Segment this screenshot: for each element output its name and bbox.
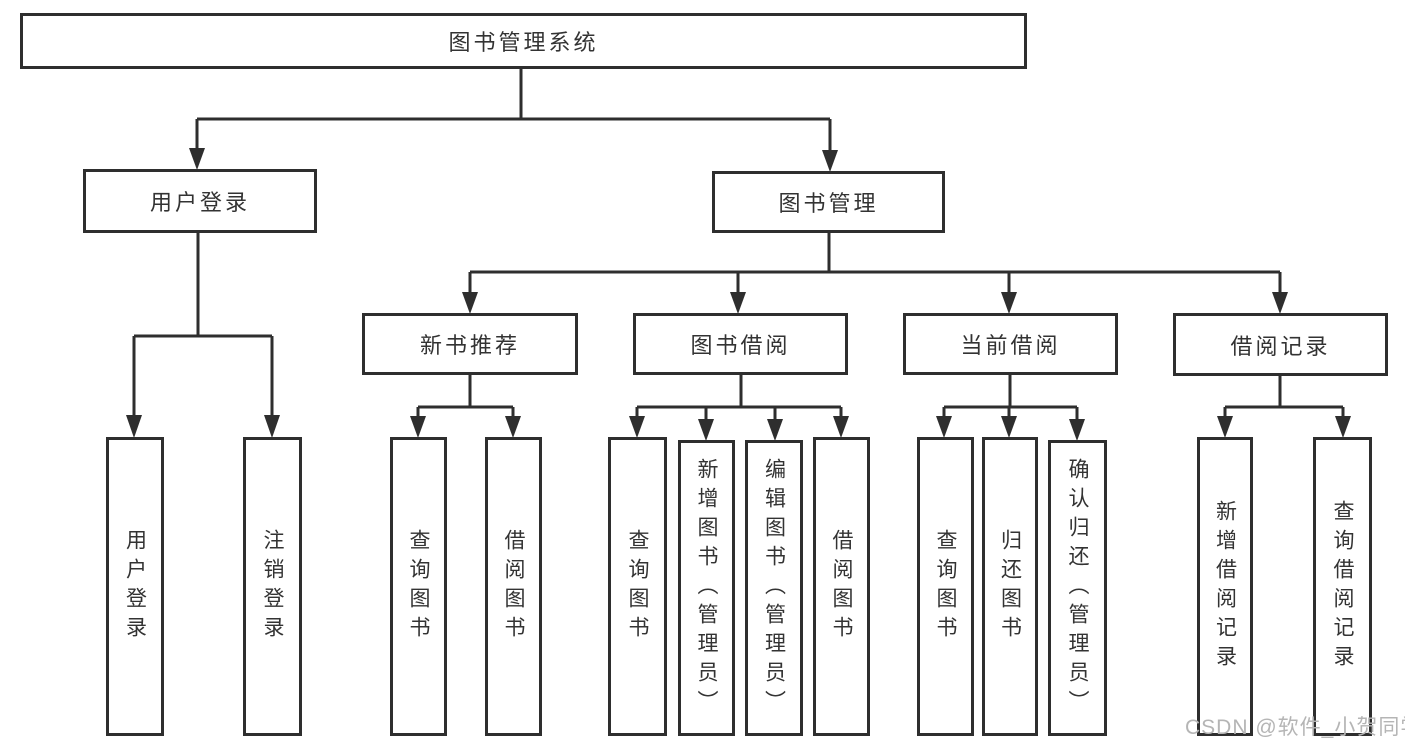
leaf-borrow-books: 借阅图书	[813, 437, 870, 736]
leaf-add-books-admin: 新增图书（管理员）	[678, 440, 735, 736]
node-user-login: 用户登录	[83, 169, 317, 233]
leaf-borrow-books-recommend: 借阅图书	[485, 437, 542, 736]
leaf-query-borrow-record: 查询借阅记录	[1313, 437, 1372, 736]
leaf-logout: 注销登录	[243, 437, 302, 736]
leaf-confirm-return-admin: 确认归还（管理员）	[1048, 440, 1107, 736]
node-new-book-recommend: 新书推荐	[362, 313, 578, 375]
leaf-query-books-borrowing: 查询图书	[608, 437, 667, 736]
node-root: 图书管理系统	[20, 13, 1027, 69]
leaf-user-login: 用户登录	[106, 437, 164, 736]
node-borrowing-records: 借阅记录	[1173, 313, 1388, 376]
node-book-borrowing: 图书借阅	[633, 313, 848, 375]
leaf-query-books-current: 查询图书	[917, 437, 974, 736]
node-current-borrowing: 当前借阅	[903, 313, 1118, 375]
leaf-return-books: 归还图书	[982, 437, 1038, 736]
arrowheads	[126, 148, 1351, 441]
leaf-query-books-recommend: 查询图书	[390, 437, 447, 736]
leaf-add-borrow-record: 新增借阅记录	[1197, 437, 1253, 736]
csdn-watermark: CSDN @软件_小贺同学	[1185, 716, 1405, 739]
node-book-management: 图书管理	[712, 171, 945, 233]
leaf-edit-books-admin: 编辑图书（管理员）	[745, 440, 803, 736]
